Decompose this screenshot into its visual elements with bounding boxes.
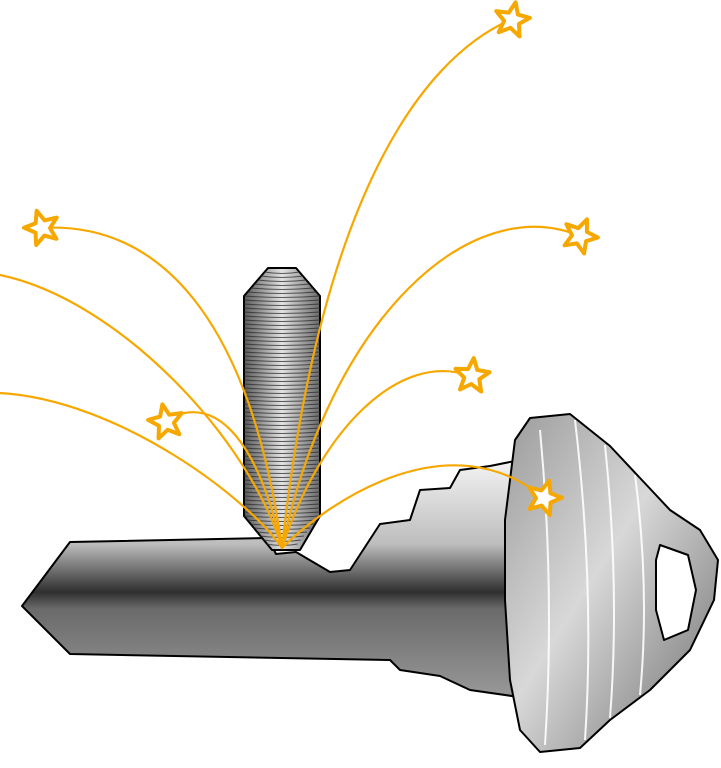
spark-trail	[280, 18, 512, 550]
star-icon	[494, 0, 532, 39]
spark-trail	[280, 464, 546, 550]
star-icon	[146, 402, 184, 441]
spark-trail	[0, 391, 284, 550]
spark-trails	[0, 18, 582, 550]
spark-trail	[280, 370, 472, 550]
stars	[22, 0, 600, 517]
key-head	[504, 413, 719, 753]
key-blade	[21, 459, 541, 701]
star-icon	[22, 208, 59, 247]
spark-trail	[280, 225, 582, 550]
spark-trail	[164, 411, 284, 550]
star-icon	[562, 217, 600, 256]
pin-tumbler	[243, 267, 321, 551]
star-icon	[453, 356, 492, 394]
key-hole	[655, 544, 697, 641]
spark-trail	[38, 226, 284, 550]
spark-trail	[0, 273, 284, 550]
star-icon	[527, 478, 564, 517]
